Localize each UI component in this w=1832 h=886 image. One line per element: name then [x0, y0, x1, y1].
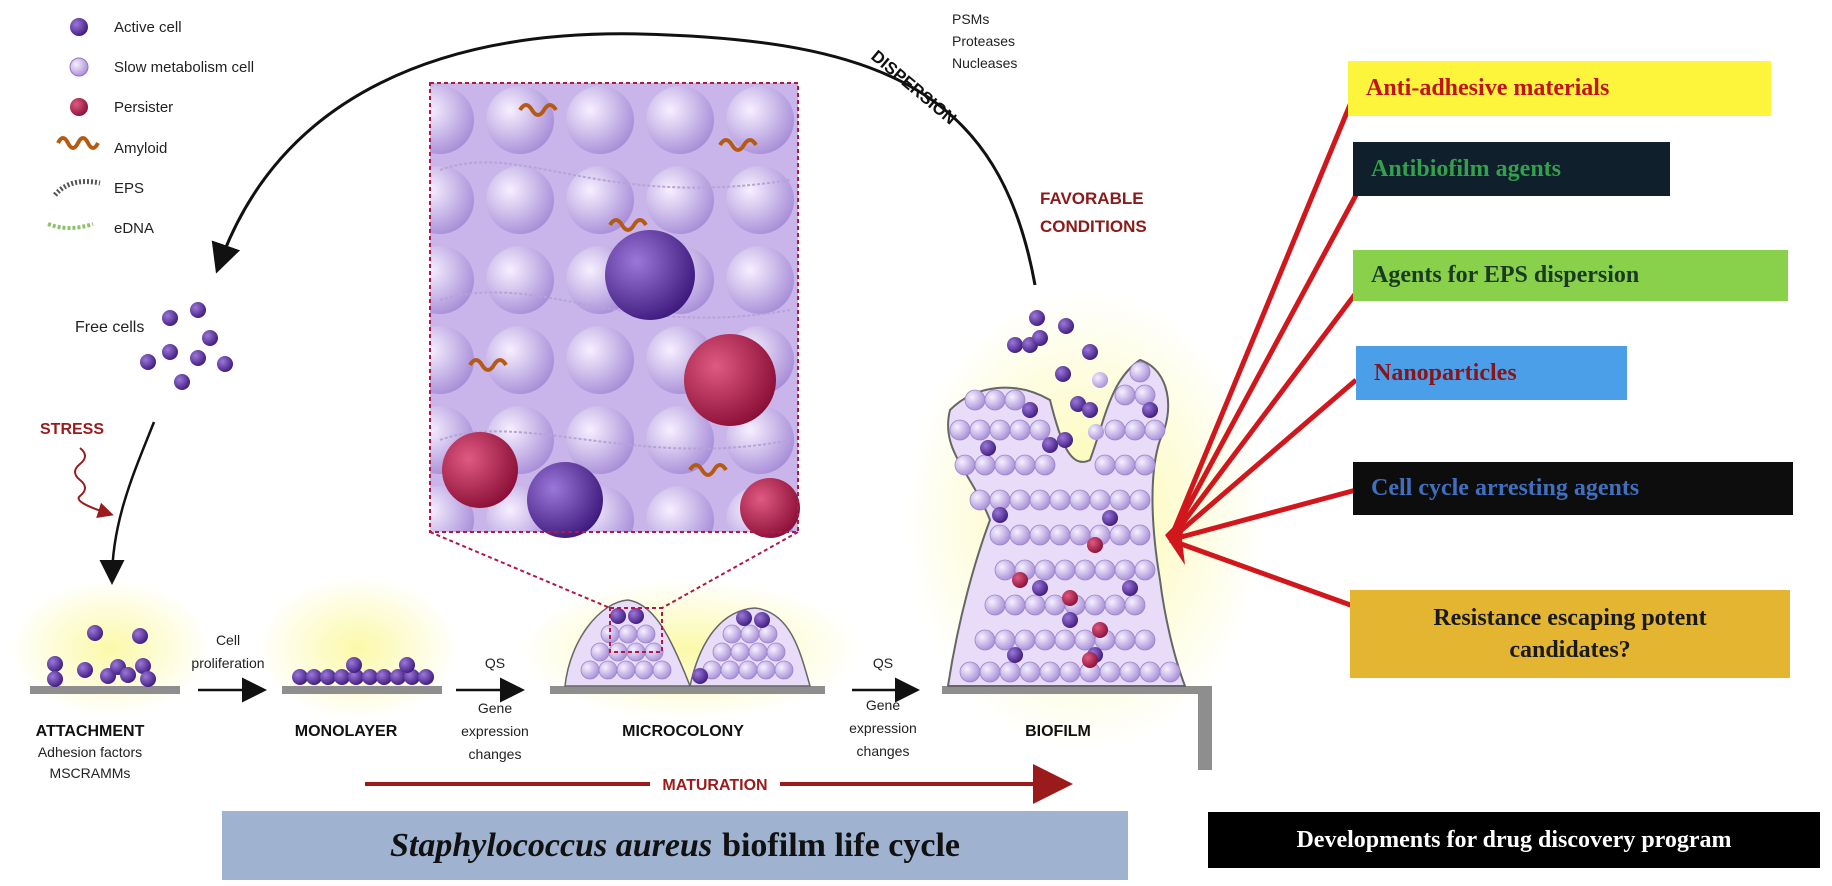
dispersing-cells [1007, 310, 1108, 453]
microcolony-glow [520, 580, 860, 720]
microcolony-mounds [564, 599, 811, 687]
monolayer-surface [282, 686, 442, 694]
life-cycle-caption: Staphylococcus aureus biofilm life cycle [222, 811, 1128, 880]
slow-metabolism-cell-icon [69, 57, 89, 77]
free-cells-label: Free cells [75, 319, 144, 336]
dispersion-arrow [211, 32, 1037, 286]
strategy-label: Agents for EPS dispersion [1371, 262, 1640, 288]
dispersion-factor: Nucleases [952, 55, 1017, 71]
legend-label: Persister [114, 99, 173, 116]
free-cells [140, 302, 233, 390]
monolayer-cells [292, 657, 434, 685]
strategy-label: Anti-adhesive materials [1366, 75, 1610, 101]
cell-proliferation-label: Cell [216, 632, 240, 648]
strategy-label: Antibiofilm agents [1371, 155, 1562, 182]
qs-label: QS [485, 655, 505, 671]
maturation-label: MATURATION [662, 777, 767, 794]
microcolony-label: MICROCOLONY [622, 723, 744, 740]
favorable-conditions-label: FAVORABLE [1040, 189, 1144, 208]
attachment-cells [47, 625, 156, 687]
cell-proliferation-label: proliferation [191, 655, 264, 671]
legend-label: EPS [114, 180, 144, 197]
strategy-anti-adhesive: Anti-adhesive materials [1348, 61, 1771, 116]
strategy-cell-cycle: Cell cycle arresting agents [1353, 462, 1793, 515]
amyloid-icon [56, 136, 100, 150]
gene-expression-label: Gene [478, 700, 512, 716]
edna-icon [47, 222, 94, 230]
zoom-region [609, 607, 663, 653]
strategy-resistance-escaping: Resistance escaping potent candidates? [1350, 590, 1790, 678]
qs-label: QS [873, 655, 893, 671]
monolayer-label: MONOLAYER [295, 723, 398, 740]
biofilm-label: BIOFILM [1025, 723, 1091, 740]
attachment-glow [10, 580, 210, 716]
stress-label: STRESS [40, 421, 104, 438]
strategy-eps-dispersion: Agents for EPS dispersion [1353, 250, 1788, 301]
strategy-label: Cell cycle arresting agents [1371, 475, 1640, 501]
dispersion-label: DISPERSION [867, 47, 960, 129]
drug-discovery-caption: Developments for drug discovery program [1208, 812, 1820, 868]
biofilm-mass [946, 358, 1187, 687]
eps-icon [53, 179, 101, 197]
maturation-label-bg [650, 772, 780, 796]
free-cells-arrow [99, 421, 156, 585]
attachment-sub: Adhesion factors [38, 744, 142, 760]
zoom-inset [429, 82, 800, 538]
stress-arrow [74, 447, 114, 519]
legend-label: Amyloid [114, 140, 167, 157]
strategy-label: Nanoparticles [1374, 359, 1517, 386]
legend: Active cell Slow metabolism cell Persist… [47, 18, 254, 237]
caption-species: Staphylococcus aureus [389, 826, 713, 864]
gene-expression-label: changes [469, 746, 522, 762]
monolayer-glow [258, 576, 458, 720]
microcolony-surface [550, 686, 825, 694]
strategy-arrows [1167, 99, 1359, 610]
attachment-label: ATTACHMENT [36, 723, 145, 740]
gene-expression-label: expression [849, 720, 917, 736]
strategy-arrowhead [1165, 515, 1185, 565]
drug-discovery-label: Developments for drug discovery program [1296, 826, 1732, 853]
strategy-antibiofilm: Antibiofilm agents [1353, 142, 1670, 196]
legend-label: Active cell [114, 19, 182, 36]
attachment-surface [30, 686, 180, 694]
persister-icon [70, 98, 88, 116]
strategy-nanoparticles: Nanoparticles [1356, 346, 1627, 400]
dispersion-factor: PSMs [952, 11, 989, 27]
gene-expression-label: changes [857, 743, 910, 759]
gene-expression-label: expression [461, 723, 529, 739]
caption-rest: biofilm life cycle [722, 826, 960, 864]
attachment-sub: MSCRAMMs [50, 765, 131, 781]
legend-label: Slow metabolism cell [114, 59, 254, 76]
active-cell-icon [70, 18, 88, 36]
gene-expression-label: Gene [866, 697, 900, 713]
zoom-line-right [661, 531, 799, 609]
legend-label: eDNA [114, 220, 154, 237]
zoom-line-left [429, 531, 611, 609]
dispersion-factor: Proteases [952, 33, 1015, 49]
strategy-label: Resistance escaping potent candidates? [1433, 604, 1707, 663]
favorable-conditions-label: CONDITIONS [1040, 217, 1147, 236]
